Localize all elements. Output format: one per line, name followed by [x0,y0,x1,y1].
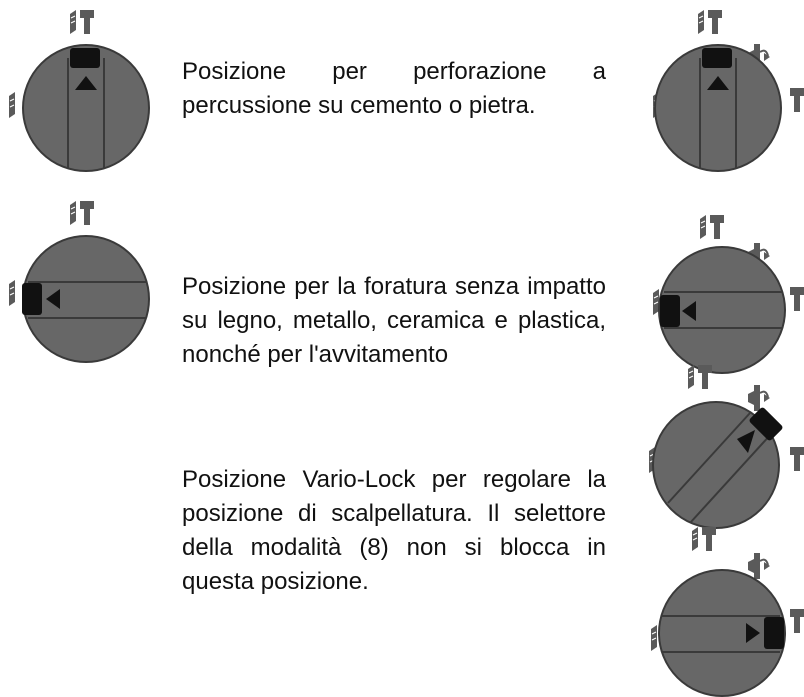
hammer-drill-icon [69,9,95,35]
chisel-icon [790,287,804,311]
hammer-drill-icon [699,215,725,240]
drill-bit-icon [8,279,16,307]
section-drilling-text: Posizione per la foratura senza impatto … [182,273,606,368]
chisel-icon [790,609,804,633]
dial-drilling-left [0,195,150,380]
hammer-drill-icon [691,526,717,552]
dial-drilling-right [640,215,804,375]
drill-bit-icon [650,624,658,652]
hammer-drill-icon [697,9,723,35]
dial-chisel-right [640,525,804,697]
drill-bit-icon [8,91,16,119]
rotation-icon [747,552,771,580]
section-percussion-text: Posizione per perforazione a percussione… [182,58,606,119]
dial-vario-lock-right [640,365,804,535]
chisel-icon [790,447,804,471]
rotation-icon [747,384,771,412]
hammer-drill-icon [69,200,95,226]
chisel-icon [790,88,804,112]
section-vario-lock-text: Posizione Vario-Lock per regolare la pos… [182,466,606,595]
dial-percussion-right [640,0,804,185]
hammer-drill-icon [687,365,713,390]
dial-percussion-left [0,0,150,185]
